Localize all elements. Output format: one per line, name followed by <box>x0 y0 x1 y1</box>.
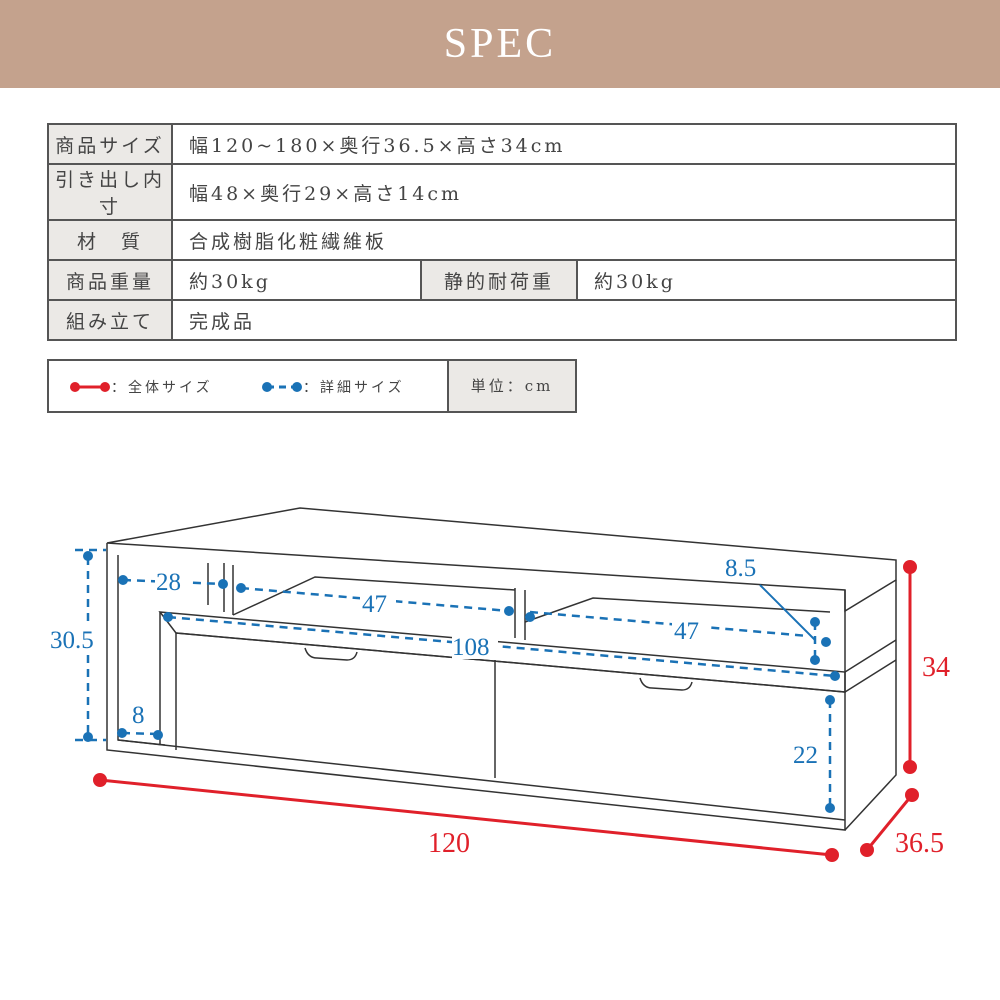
table-row: 引き出し内寸幅48×奥行29×高さ14cm <box>47 163 957 221</box>
spec-value: 完成品 <box>171 299 957 341</box>
right-gap-label: 8.5 <box>725 555 756 582</box>
table-row: 組み立て完成品 <box>47 299 957 341</box>
spec-label: 組み立て <box>47 299 173 341</box>
overall-depth-label: 36.5 <box>895 828 944 859</box>
furniture-outline <box>106 507 897 831</box>
spec-value: 約30kg <box>171 259 422 301</box>
blue-dimension-icon <box>262 382 302 392</box>
spec-label: 静的耐荷重 <box>420 259 578 301</box>
legend-detail-label: ：詳細サイズ <box>303 380 405 396</box>
left-shelf-label: 28 <box>156 569 181 596</box>
spec-label: 商品サイズ <box>47 123 173 165</box>
drawer-height-label: 22 <box>793 742 818 769</box>
spec-label: 引き出し内寸 <box>47 163 173 221</box>
spec-value: 合成樹脂化粧繊維板 <box>171 219 957 261</box>
inner-height-label: 30.5 <box>50 627 94 654</box>
drawer-span-label: 108 <box>452 634 490 661</box>
legend-overall-label: ：全体サイズ <box>111 380 213 396</box>
spec-label: 商品重量 <box>47 259 173 301</box>
side-label: 8 <box>132 702 145 729</box>
spec-value: 幅120~180×奥行36.5×高さ34cm <box>171 123 957 165</box>
callout-line <box>759 584 816 641</box>
overall-height-label: 34 <box>922 652 950 683</box>
legend: ：全体サイズ ：詳細サイズ 単位：cm <box>47 359 577 413</box>
overall-dimension-dots <box>93 560 919 862</box>
unit-label: 単位：cm <box>447 361 575 411</box>
red-dimension-icon <box>70 382 110 392</box>
overall-width-label: 120 <box>428 828 470 859</box>
spec-label: 材 質 <box>47 219 173 261</box>
legend-detail: ：詳細サイズ <box>261 377 405 397</box>
detail-dimension-dots <box>83 551 840 813</box>
spec-table: 商品サイズ幅120~180×奥行36.5×高さ34cm 引き出し内寸幅48×奥行… <box>47 123 957 341</box>
page-title: SPEC <box>0 0 1000 88</box>
spec-value: 約30kg <box>576 259 957 301</box>
legend-overall: ：全体サイズ <box>69 377 213 397</box>
shelf2-label: 47 <box>674 618 699 645</box>
spec-value: 幅48×奥行29×高さ14cm <box>171 163 957 221</box>
shelf1-label: 47 <box>362 591 387 618</box>
overall-dimension-lines <box>99 567 914 857</box>
table-row: 商品サイズ幅120~180×奥行36.5×高さ34cm <box>47 123 957 165</box>
table-row: 材 質合成樹脂化粧繊維板 <box>47 219 957 261</box>
